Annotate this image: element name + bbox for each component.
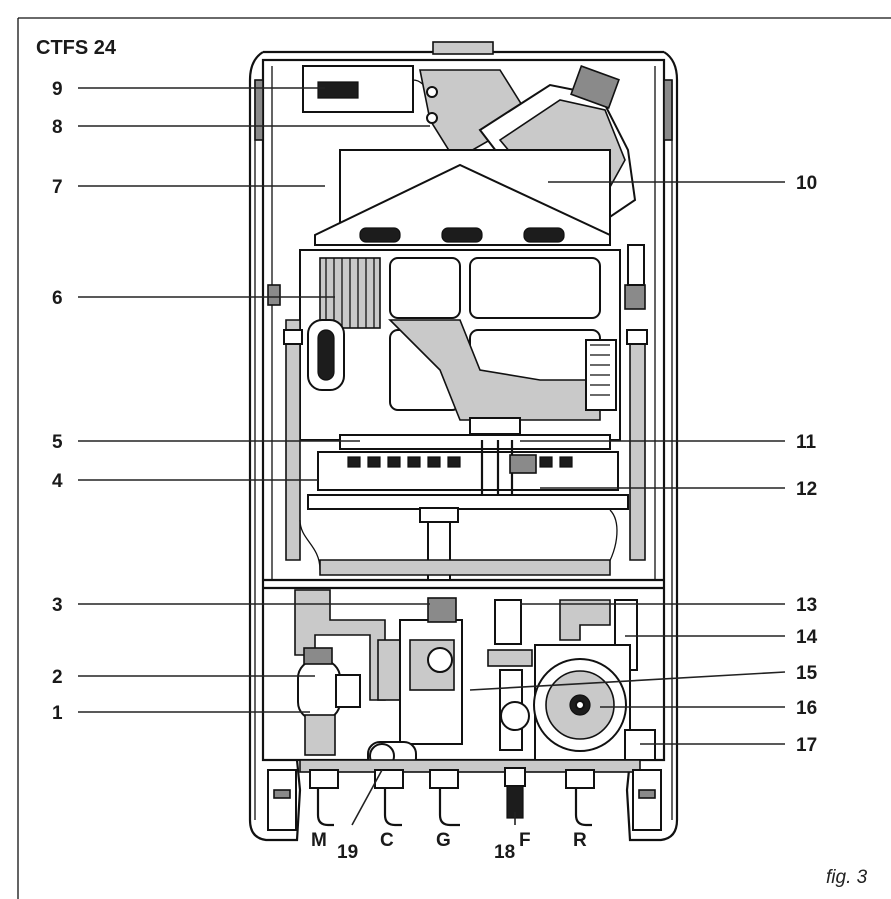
gas-pipe bbox=[319, 507, 611, 581]
callout-13: 13 bbox=[796, 595, 817, 616]
connection-label-c: C bbox=[380, 830, 394, 851]
connection-label-r: R bbox=[573, 830, 587, 851]
callout-14: 14 bbox=[796, 627, 818, 648]
callout-18: 18 bbox=[494, 842, 515, 863]
callout-8: 8 bbox=[52, 117, 63, 138]
callout-3: 3 bbox=[52, 595, 63, 616]
callout-4: 4 bbox=[52, 471, 63, 492]
callout-19: 19 bbox=[337, 842, 358, 863]
connection-label-f: F bbox=[519, 830, 531, 851]
figure-label: fig. 3 bbox=[826, 867, 868, 888]
callout-12: 12 bbox=[796, 479, 817, 500]
callout-11: 11 bbox=[796, 432, 817, 453]
page-frame bbox=[17, 17, 891, 899]
callout-17: 17 bbox=[796, 735, 817, 756]
combustion-chamber bbox=[267, 149, 646, 441]
callout-10: 10 bbox=[796, 173, 817, 194]
bottom-connections bbox=[267, 767, 662, 831]
hydraulic-group bbox=[294, 589, 656, 773]
callout-7: 7 bbox=[52, 177, 63, 198]
boiler-casing bbox=[248, 41, 679, 842]
callout-5: 5 bbox=[52, 432, 63, 453]
callout-6: 6 bbox=[52, 288, 63, 309]
callout-2: 2 bbox=[52, 667, 63, 688]
callout-16: 16 bbox=[796, 698, 817, 719]
leader-lines bbox=[78, 87, 786, 826]
model-title: CTFS 24 bbox=[36, 37, 117, 59]
connection-label-g: G bbox=[436, 830, 451, 851]
callout-15: 15 bbox=[796, 663, 818, 684]
burner bbox=[307, 417, 629, 510]
callout-1: 1 bbox=[52, 703, 63, 724]
callout-9: 9 bbox=[52, 79, 63, 100]
connection-label-m: M bbox=[311, 830, 327, 851]
